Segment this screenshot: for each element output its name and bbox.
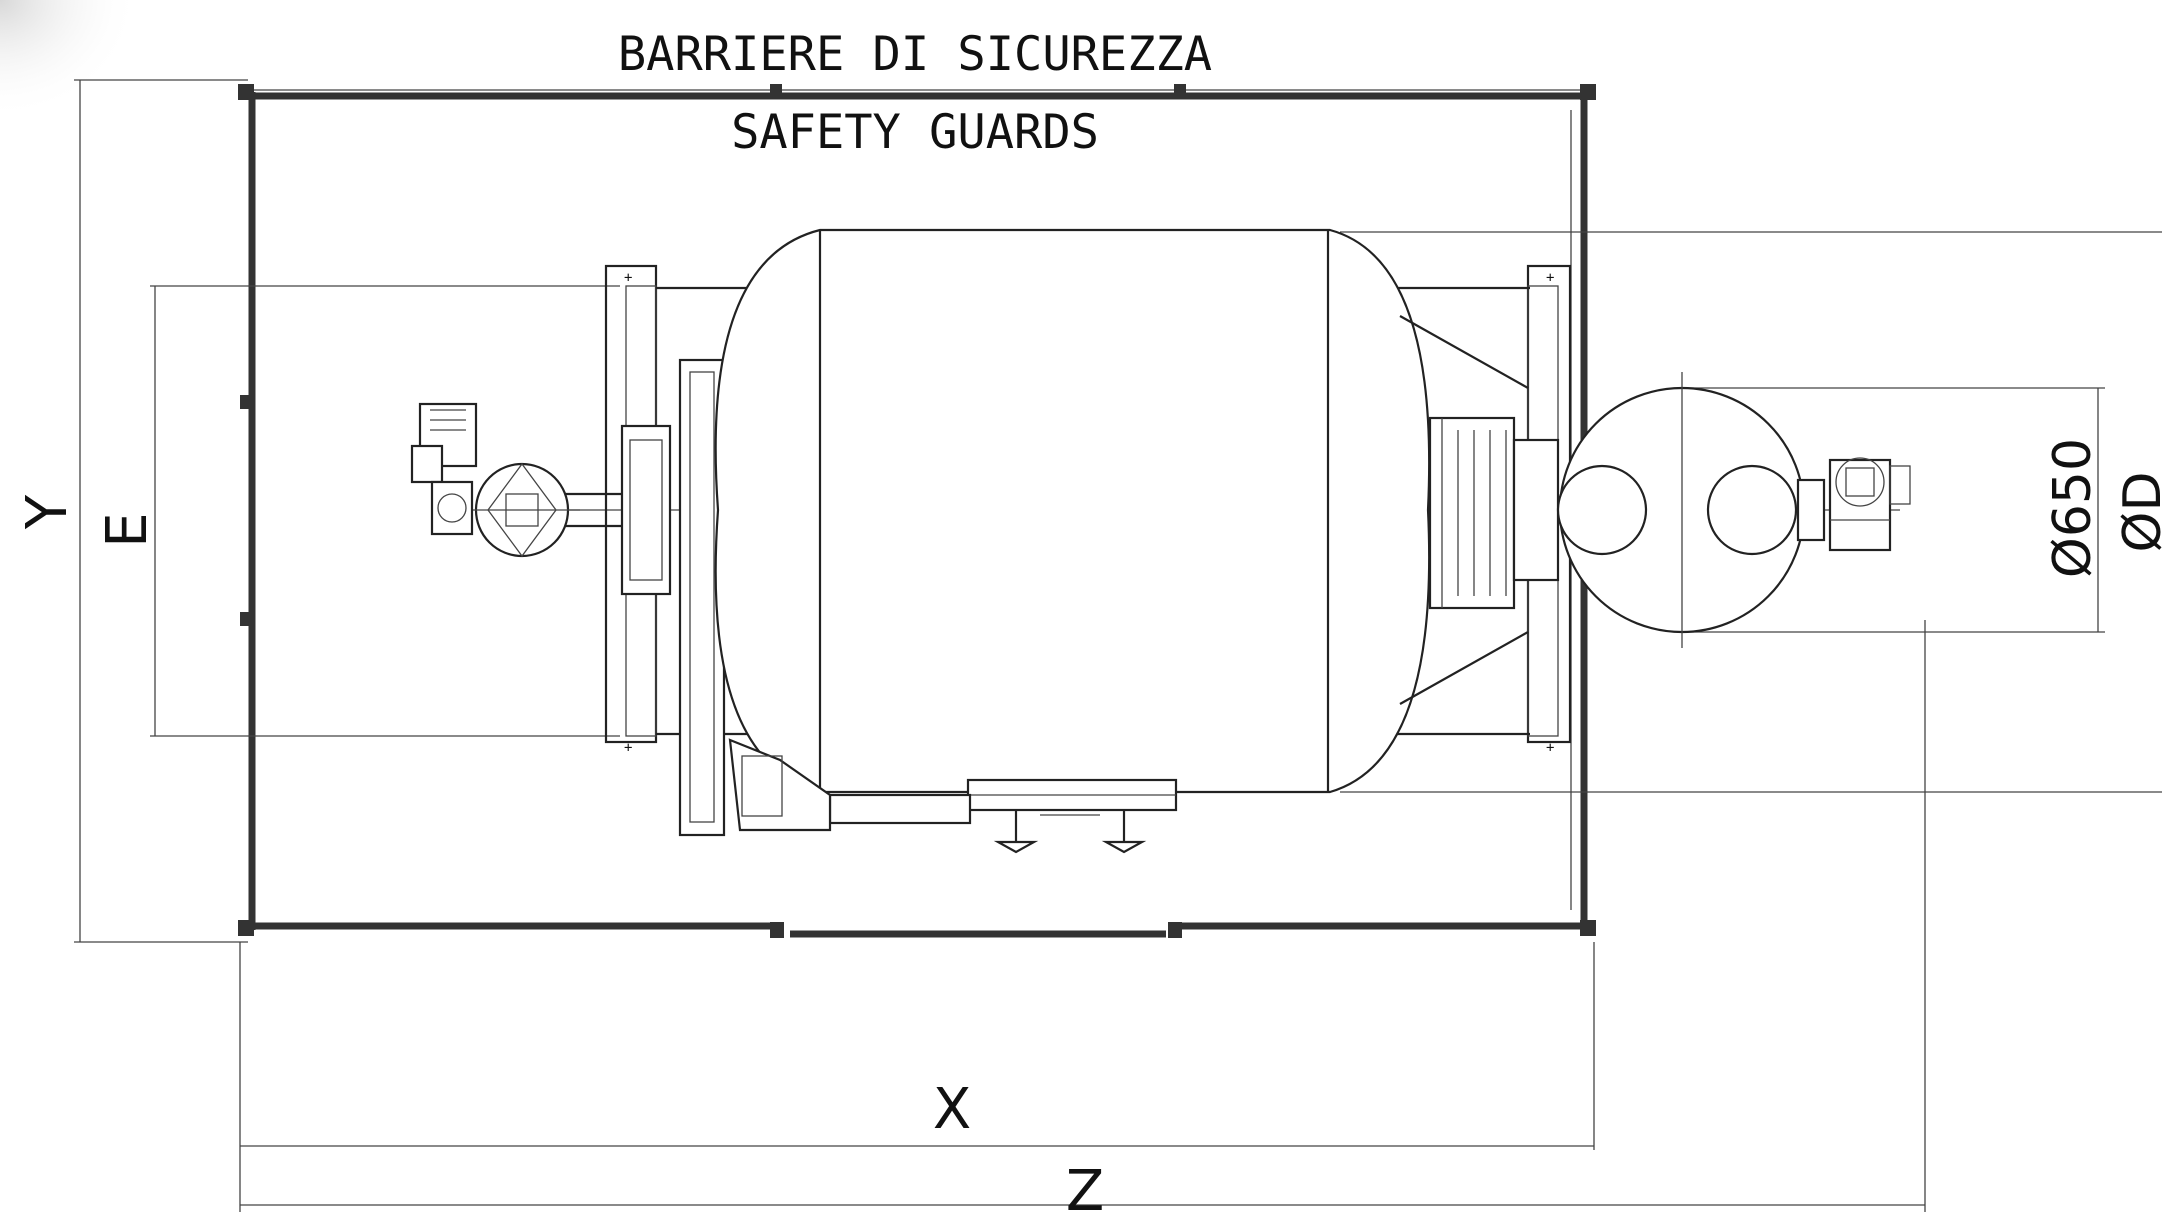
dim-d-label: ØD [2113,472,2162,553]
dim-650-label: Ø650 [2043,438,2103,578]
left-motor [410,402,622,558]
fence-post [238,84,254,100]
dim-e-label: E [95,512,160,547]
title-italian: BARRIERE DI SICUREZZA [618,27,1212,82]
fence-post [1580,84,1596,100]
drive-flange [1399,315,1560,705]
svg-text:+: + [1546,740,1554,756]
right-motor [1828,458,1892,552]
svg-text:+: + [624,270,632,286]
main-vessel [714,228,1431,794]
fence-post [238,920,254,936]
dim-y-label: Y [15,494,80,530]
dim-z-label: Z [1066,1159,1104,1212]
fence-post [1580,920,1596,936]
dim-x-label: X [933,1077,971,1142]
corner-shadow [0,0,140,120]
svg-text:+: + [624,740,632,756]
svg-text:+: + [1546,270,1554,286]
vessel-body [714,228,1431,794]
title-english: SAFETY GUARDS [731,105,1099,160]
left-support [620,358,726,837]
discharge-drum [1556,372,1911,648]
feeder-assembly [728,738,1178,854]
